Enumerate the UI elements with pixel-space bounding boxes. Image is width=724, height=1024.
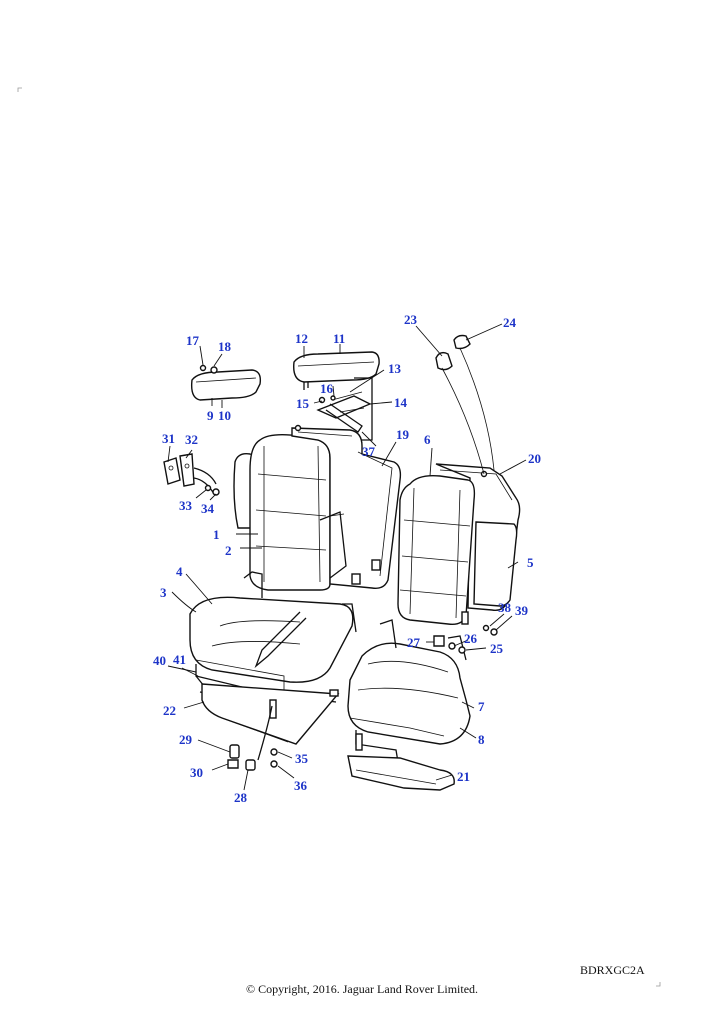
- callout-24: 24: [503, 315, 517, 330]
- callout-8: 8: [478, 732, 485, 747]
- callout-18: 18: [218, 339, 232, 354]
- callout-5: 5: [527, 555, 534, 570]
- seat-belt: [435, 334, 495, 475]
- left-seat-cushion: [189, 571, 357, 700]
- callout-6: 6: [424, 432, 431, 447]
- callout-34: 34: [201, 501, 215, 516]
- right-seat-base: [347, 730, 455, 791]
- callout-9: 9: [207, 408, 214, 423]
- hinge-bracket: [163, 453, 220, 496]
- corner-mark-top-left: [17, 87, 22, 92]
- callout-27: 27: [407, 635, 421, 650]
- callout-25: 25: [490, 641, 504, 656]
- callout-37: 37: [362, 444, 376, 459]
- callout-39: 39: [515, 603, 529, 618]
- callout-16: 16: [320, 381, 334, 396]
- copyright-notice: © Copyright, 2016. Jaguar Land Rover Lim…: [245, 982, 479, 996]
- callout-21: 21: [457, 769, 470, 784]
- callout-7: 7: [478, 699, 485, 714]
- right-backrest: [397, 463, 521, 626]
- callout-31: 31: [162, 431, 175, 446]
- callout-13: 13: [388, 361, 402, 376]
- left-back-frame: [291, 424, 402, 590]
- line-art: [163, 323, 527, 791]
- callout-22: 22: [163, 703, 176, 718]
- callout-20: 20: [528, 451, 541, 466]
- callout-labels: 1 2 3 4 5 6 7 8 9 10 11 12 13 14 15 16 1…: [153, 312, 541, 805]
- callout-19: 19: [396, 427, 410, 442]
- callout-30: 30: [190, 765, 203, 780]
- callout-15: 15: [296, 396, 310, 411]
- callout-14: 14: [394, 395, 408, 410]
- callout-40: 40: [153, 653, 166, 668]
- leader-lines: [167, 323, 527, 791]
- callout-32: 32: [185, 432, 198, 447]
- callout-28: 28: [234, 790, 248, 805]
- fasteners-lower-left: [227, 705, 278, 771]
- callout-33: 33: [179, 498, 193, 513]
- corner-mark-bottom-right: [656, 982, 661, 987]
- callout-23: 23: [404, 312, 418, 327]
- callout-11: 11: [333, 331, 345, 346]
- callout-4: 4: [176, 564, 183, 579]
- callout-2: 2: [225, 543, 232, 558]
- callout-12: 12: [295, 331, 308, 346]
- callout-35: 35: [295, 751, 309, 766]
- armrest-left: [190, 364, 262, 401]
- fasteners-right: [433, 624, 498, 654]
- callout-29: 29: [179, 732, 193, 747]
- left-backrest: [233, 433, 331, 591]
- callout-10: 10: [218, 408, 231, 423]
- callout-41: 41: [173, 652, 186, 667]
- callout-26: 26: [464, 631, 478, 646]
- callout-17: 17: [186, 333, 200, 348]
- drawing-reference-code: BDRXGC2A: [580, 963, 645, 977]
- callout-36: 36: [294, 778, 308, 793]
- callout-1: 1: [213, 527, 220, 542]
- callout-3: 3: [160, 585, 167, 600]
- callout-38: 38: [498, 600, 512, 615]
- armrest-right: [293, 351, 380, 390]
